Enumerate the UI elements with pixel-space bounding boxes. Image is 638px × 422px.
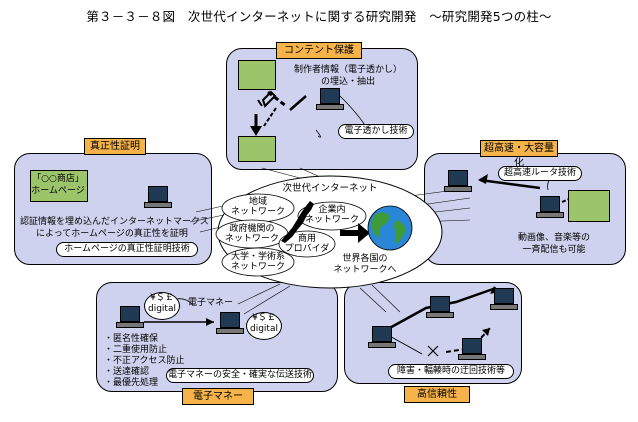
- computer-icon: [494, 288, 514, 304]
- corporate-line-1: 企業内: [318, 205, 346, 215]
- computer-icon: [148, 186, 168, 202]
- corporate-line-2: ネットワーク: [304, 215, 359, 225]
- reliability-label: 高信頼性: [404, 386, 470, 403]
- content-protection-tech: 電子透かし技術: [338, 124, 414, 139]
- computer-icon: [320, 88, 340, 104]
- computer-base-icon: [144, 202, 172, 208]
- computer-icon: [462, 338, 482, 354]
- provider-line-1: 商用: [297, 234, 316, 244]
- content-protection-arrows: [250, 90, 369, 138]
- high-speed-desc-2: 一斉配信も可能: [522, 245, 586, 255]
- computer-base-icon: [216, 328, 244, 334]
- computer-base-icon: [444, 186, 472, 192]
- computer-icon: [220, 312, 240, 328]
- coin-right-text: digital: [250, 324, 278, 334]
- feature-item: ・送達確認: [104, 367, 150, 377]
- feature-item: ・不正アクセス防止: [104, 356, 185, 366]
- bubble-corporate: [297, 201, 367, 231]
- university-line-1: 大学・学術系: [230, 252, 285, 262]
- computer-base-icon: [458, 354, 486, 360]
- coin-left-symbol: ¥＄￡: [150, 293, 174, 303]
- computer-base-icon: [536, 212, 564, 218]
- content-protection-desc-2: の埋込・抽出: [320, 77, 375, 87]
- authenticity-label: 真正性証明: [84, 138, 146, 155]
- computer-base-icon: [316, 104, 344, 110]
- high-speed-label: 超高速・大容量化: [480, 140, 558, 169]
- content-protection-desc-1: 制作者情報（電子透かし）: [293, 65, 402, 75]
- bubble-university: [221, 247, 295, 277]
- feature-item: ・匿名性確保: [104, 334, 159, 344]
- computer-base-icon: [490, 304, 518, 310]
- regional-line-2: ネットワーク: [230, 207, 285, 217]
- regional-line-1: 地域: [248, 197, 267, 207]
- homepage-box: [30, 170, 88, 202]
- emoney-features: ・匿名性確保 ・二重使用防止 ・不正アクセス防止 ・送達確認 ・最優先処理: [104, 334, 185, 389]
- computer-base-icon: [368, 342, 396, 348]
- reliability-tech: 障害・輻輳時の迂回技術等: [388, 364, 514, 379]
- coin-right: ¥＄￡ digital: [246, 312, 282, 340]
- coin-left: ¥＄￡ digital: [144, 292, 180, 320]
- high-speed-tech: 超高速ルータ技術: [498, 166, 582, 181]
- emoney-tech: 電子マネーの安全・確実な伝送技術: [166, 368, 314, 383]
- japan-map-icon: [281, 201, 314, 243]
- content-image-top: [238, 60, 276, 90]
- arrow-to-world-icon: [340, 223, 370, 243]
- computer-icon: [448, 170, 468, 186]
- computer-icon: [540, 196, 560, 212]
- homepage-line-1: 「○○商店」: [32, 174, 84, 184]
- emoney-label: 電子マネー: [182, 388, 254, 405]
- authenticity-desc-2: によってホームページの真正性を証明: [36, 229, 188, 239]
- world-line-1: 世界各国の: [342, 254, 388, 264]
- homepage-line-2: ホームページ: [31, 186, 85, 196]
- feature-item: ・最優先処理: [104, 378, 159, 388]
- page-title: 第３－３－８図 次世代インターネットに関する研究開発 ～研究開発5つの柱～: [86, 9, 552, 24]
- computer-base-icon: [426, 312, 454, 318]
- world-line-2: ネットワークへ: [333, 265, 397, 275]
- university-line-2: ネットワーク: [230, 262, 285, 272]
- feature-item: ・二重使用防止: [104, 345, 168, 355]
- bubble-provider: [278, 230, 336, 258]
- provider-line-2: プロバイダ: [284, 244, 330, 254]
- authenticity-desc-1: 認証情報を埋め込んだインターネットマークス: [20, 217, 209, 227]
- high-speed-desc-1: 動画像、音楽等の: [517, 233, 590, 243]
- emoney-flow-label: 電子マネー: [188, 298, 234, 308]
- coin-left-text: digital: [148, 304, 176, 314]
- computer-icon: [430, 296, 450, 312]
- content-protection-label: コンテント保護: [276, 42, 362, 59]
- center-title: 次世代インターネット: [282, 183, 378, 194]
- computer-icon: [120, 306, 140, 322]
- computer-base-icon: [116, 322, 144, 328]
- globe-icon: [367, 205, 413, 251]
- authenticity-tech: ホームページの真正性証明技術: [56, 242, 198, 257]
- computer-icon: [372, 326, 392, 342]
- government-line-2: ネットワーク: [224, 234, 279, 244]
- coin-right-symbol: ¥＄￡: [252, 313, 276, 323]
- content-image-bottom: [238, 136, 276, 162]
- video-image: [568, 190, 610, 222]
- government-line-1: 政府機関の: [229, 224, 275, 234]
